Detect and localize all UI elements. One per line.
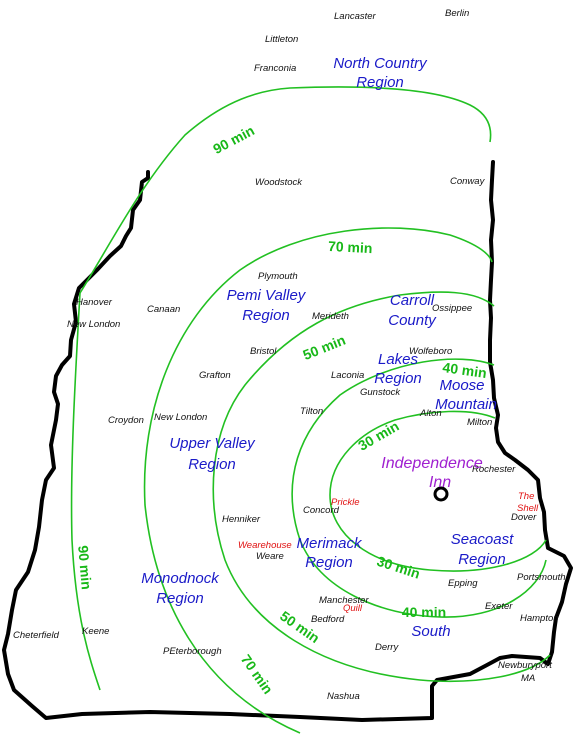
destination-label: Independence Inn	[381, 455, 483, 491]
region-label[interactable]: Mountain	[435, 396, 497, 413]
poi-label[interactable]: Prickle	[331, 497, 360, 508]
town-label[interactable]: Lancaster	[334, 11, 377, 22]
isochrone-label: 30 min	[375, 553, 422, 582]
region-label[interactable]: Region	[305, 554, 353, 571]
town-label[interactable]: Concord	[303, 505, 340, 516]
region-label[interactable]: Region	[458, 551, 506, 568]
town-label[interactable]: Keene	[82, 626, 109, 637]
town-label[interactable]: New London	[154, 412, 207, 423]
region-label[interactable]: Pemi Valley	[227, 287, 307, 304]
isochrone-ring-70	[143, 227, 493, 734]
town-label[interactable]: Bedford	[311, 614, 345, 625]
region-label[interactable]: South	[411, 623, 450, 640]
isochrone-label: 70 min	[238, 651, 277, 697]
town-label[interactable]: Nashua	[327, 691, 360, 702]
isochrone-ring-90	[79, 86, 492, 294]
town-label[interactable]: Weare	[256, 551, 284, 562]
town-label[interactable]: Woodstock	[255, 177, 303, 188]
region-label[interactable]: Region	[156, 590, 204, 607]
isochrone-ring-50	[212, 291, 551, 683]
region-label[interactable]: Upper Valley	[169, 435, 256, 452]
region-label[interactable]: Region	[242, 307, 290, 324]
town-label[interactable]: Conway	[450, 176, 486, 187]
town-labels: Lancaster Berlin Littleton Franconia Woo…	[13, 8, 566, 702]
isochrone-label: 40 min	[442, 359, 488, 381]
town-label[interactable]: Merideth	[312, 311, 349, 322]
destination-name[interactable]: Independence	[381, 455, 483, 472]
region-label[interactable]: 40 min	[402, 604, 446, 620]
town-label[interactable]: Milton	[467, 417, 492, 428]
poi-label[interactable]: Quill	[343, 603, 363, 614]
isochrone-label: 90 min	[75, 545, 95, 591]
poi-label[interactable]: Shell	[517, 503, 539, 514]
region-label[interactable]: North Country	[333, 55, 428, 72]
poi-label[interactable]: Wearehouse	[238, 540, 292, 551]
isochrone-ring-90-west	[70, 292, 101, 691]
region-label[interactable]: Seacoast	[451, 531, 514, 548]
town-label[interactable]: Plymouth	[258, 271, 298, 282]
town-label[interactable]: Laconia	[331, 370, 364, 381]
town-label[interactable]: Wolfeboro	[409, 346, 452, 357]
destination-marker-icon[interactable]	[433, 486, 449, 502]
isochrone-ring-40	[291, 358, 547, 618]
town-label[interactable]: Ossippee	[432, 303, 472, 314]
town-label[interactable]: Canaan	[147, 304, 180, 315]
town-label[interactable]: Grafton	[199, 370, 231, 381]
isochrone-label: 50 min	[301, 332, 348, 363]
town-label[interactable]: Portsmouth	[517, 572, 566, 583]
town-label[interactable]: Cheterfield	[13, 630, 60, 641]
town-label[interactable]: New London	[67, 319, 120, 330]
state-border	[2, 160, 573, 722]
region-label[interactable]: Region	[188, 456, 236, 473]
isochrone-label: 70 min	[328, 238, 373, 256]
town-label[interactable]: Franconia	[254, 63, 296, 74]
isochrone-ring-30	[329, 410, 547, 572]
town-label[interactable]: Epping	[448, 578, 478, 589]
poi-labels: Prickle Wearehouse Quill The Shell	[238, 491, 539, 614]
town-label[interactable]: Dover	[511, 512, 537, 523]
town-label[interactable]: Hampton	[520, 613, 559, 624]
town-label[interactable]: Gunstock	[360, 387, 401, 398]
town-label[interactable]: PEterborough	[163, 646, 222, 657]
town-label[interactable]: Croydon	[108, 415, 144, 426]
region-label[interactable]: Region	[356, 74, 404, 91]
region-label[interactable]: Carroll	[390, 292, 435, 309]
region-label[interactable]: Lakes	[378, 351, 419, 368]
town-label[interactable]: Rochester	[472, 464, 516, 475]
region-label[interactable]: Monodnock	[141, 570, 220, 587]
region-label[interactable]: Region	[374, 370, 422, 387]
isochrone-label: 90 min	[210, 122, 257, 157]
region-label[interactable]: Moose	[439, 377, 484, 394]
town-label[interactable]: Exeter	[485, 601, 513, 612]
town-label[interactable]: Bristol	[250, 346, 277, 357]
poi-label[interactable]: The	[518, 491, 534, 502]
town-label[interactable]: Derry	[375, 642, 399, 653]
town-label[interactable]: Henniker	[222, 514, 261, 525]
town-label[interactable]: Newburyport	[498, 660, 552, 671]
town-label[interactable]: Hanover	[76, 297, 113, 308]
region-label[interactable]: County	[388, 312, 437, 329]
town-label[interactable]: Littleton	[265, 34, 298, 45]
region-label[interactable]: Merimack	[296, 535, 363, 552]
town-label[interactable]: MA	[521, 673, 535, 684]
town-label[interactable]: Manchester	[319, 595, 369, 606]
town-label[interactable]: Tilton	[300, 406, 323, 417]
isochrone-label: 30 min	[355, 418, 401, 454]
town-label[interactable]: Berlin	[445, 8, 469, 19]
region-labels: North Country Region Pemi Valley Region …	[141, 55, 514, 640]
town-label[interactable]: Alton	[419, 408, 442, 419]
destination-name[interactable]: Inn	[429, 474, 451, 491]
